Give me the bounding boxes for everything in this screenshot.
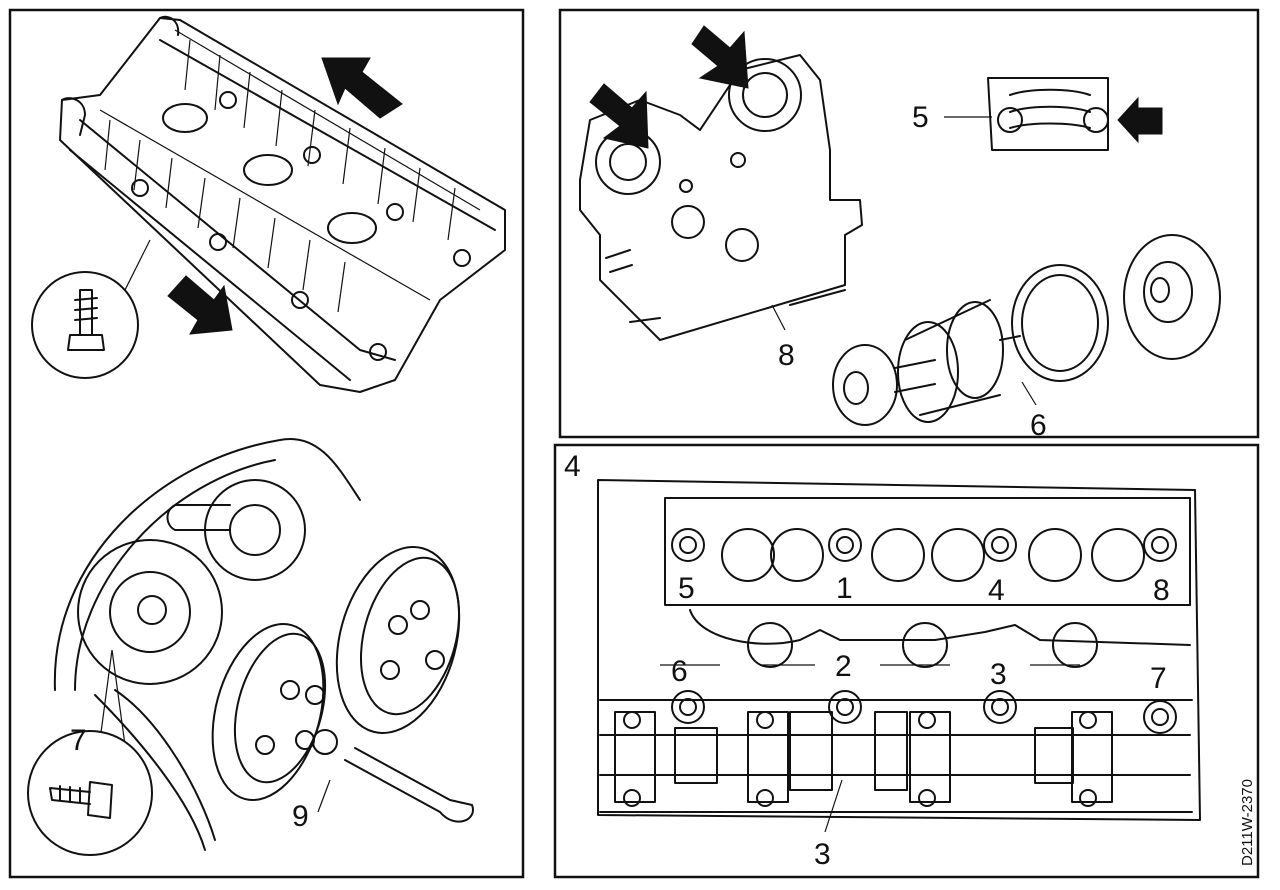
cover-bolt-detail [31,271,139,379]
arrow-cover-top [321,57,403,119]
panel-bottom-right-frame [553,443,1260,879]
label-seq-8: 8 [1153,574,1170,607]
leader-8 [771,304,786,331]
label-8-cylinder-head: 8 [778,339,795,372]
label-seq-4: 4 [988,574,1005,607]
label-seq-2: 2 [835,650,852,683]
label-seq-6: 6 [671,655,688,688]
label-7-bolt: 7 [70,724,87,757]
label-seq-1: 1 [836,572,853,605]
panel-top-right-frame [558,8,1260,439]
camshaft-cover-drawing [59,15,506,393]
leader-pulley-bolt [99,649,126,746]
label-9-bolt: 9 [292,800,309,833]
figure-code: D211W-2370 [1239,779,1256,866]
arrow-head-right [691,25,749,89]
timing-pulleys-drawing [53,437,474,851]
label-3-camshaft: 3 [814,838,831,871]
leader-9 [317,779,331,813]
label-panel-4: 4 [564,450,581,483]
bearing-cap-drawing [987,77,1109,151]
leader-camshaft [824,779,843,833]
label-seq-5: 5 [678,572,695,605]
leader-6 [1021,381,1037,406]
seal-installer-drawing [832,234,1221,426]
cylinder-head-end-drawing [579,54,863,341]
label-seq-3: 3 [990,658,1007,691]
arrow-head-left [589,83,649,149]
arrow-bearing-cap [1117,96,1163,144]
pulley-bolt-detail [27,730,153,856]
label-seq-7: 7 [1150,662,1167,695]
label-5-bearing-cap: 5 [912,101,929,134]
label-6-seal-installer: 6 [1030,409,1047,442]
panel-left-frame [8,8,525,879]
arrow-cover-bottom [167,275,233,335]
cylinder-head-plan-drawing [597,479,1201,821]
